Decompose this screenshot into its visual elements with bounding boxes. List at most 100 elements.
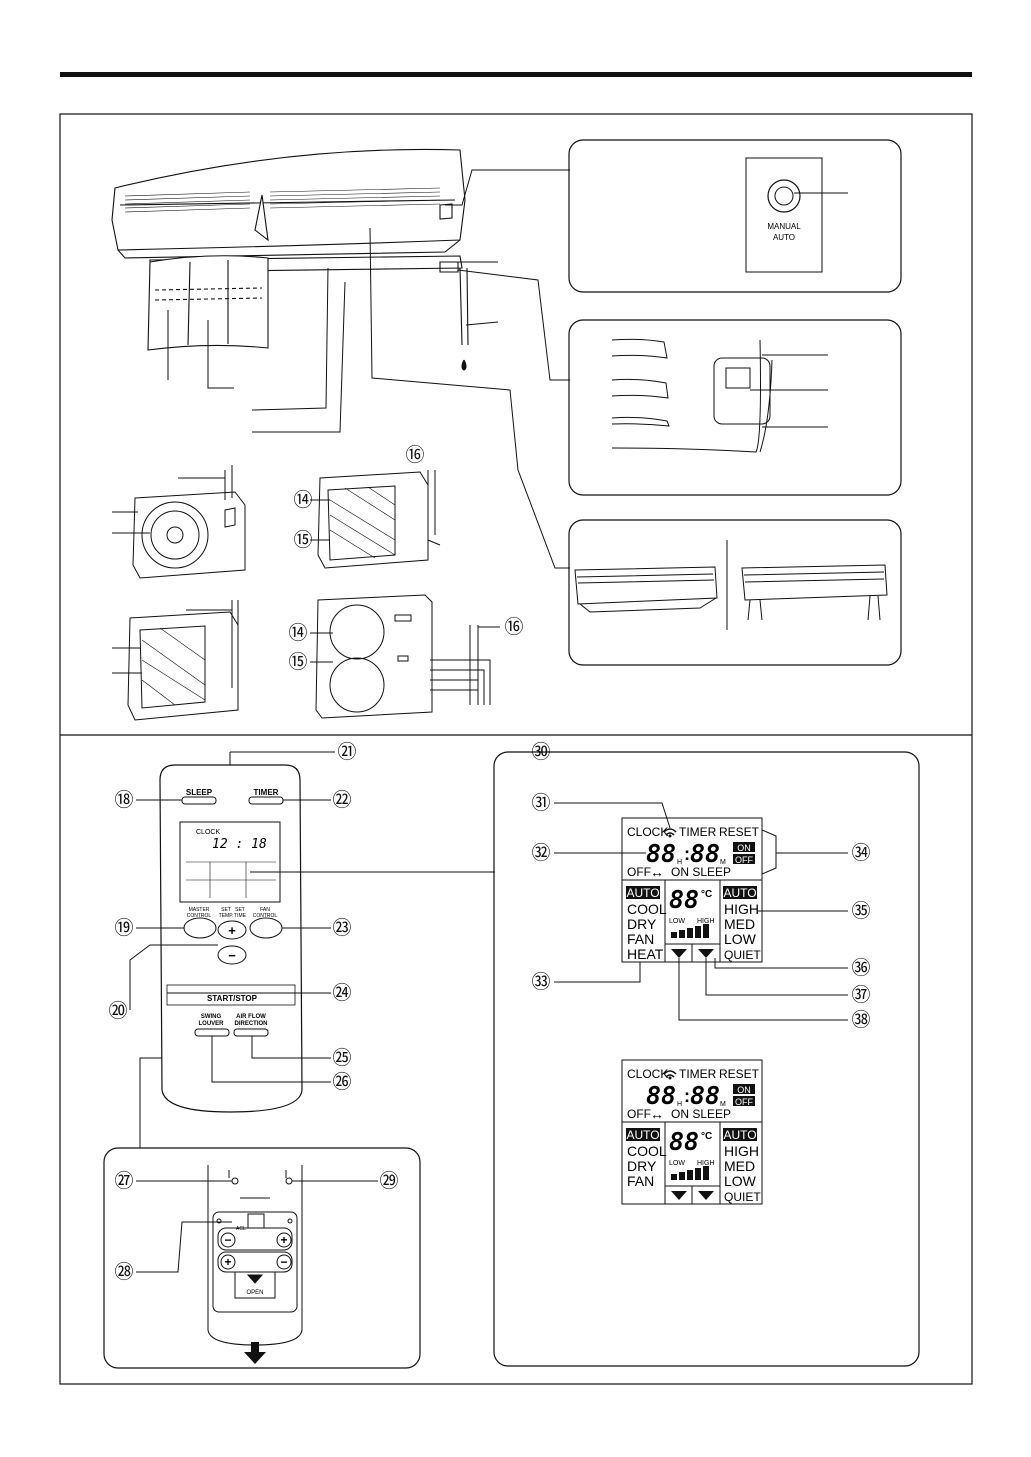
lcd1-bar-1 [671, 932, 677, 938]
lcd1-reset: RESET [719, 825, 760, 839]
lcd2-mode-fan: FAN [627, 1173, 654, 1189]
lcd2-colon: : [684, 1086, 690, 1106]
lcd2-reset: RESET [719, 1067, 760, 1081]
callout-23: ㉓ [332, 917, 351, 939]
lcd2-bar-3 [687, 1170, 693, 1180]
lcd2-clock: CLOCK [627, 1067, 668, 1081]
lcd1-minutes: 88 [690, 839, 720, 868]
sleep-button[interactable] [181, 796, 217, 805]
lcd2-off-box-text: OFF [735, 1097, 753, 1107]
header-rule [60, 72, 972, 77]
lcd-display-full: CLOCK TIMER RESET 88 H : 88 M ON OFF OFF… [621, 817, 763, 963]
lcd2-hours: 88 [646, 1081, 676, 1110]
master-control-button[interactable] [183, 917, 217, 939]
manual-auto-button-outer [767, 179, 801, 213]
swing-louver-label-2: LOUVER [198, 1021, 224, 1027]
lcd2-fan-auto: AUTO [723, 1128, 756, 1142]
callout-26: ㉖ [332, 1071, 351, 1093]
set-minus-button[interactable] [217, 945, 247, 965]
battery-plus-right: + [280, 1233, 287, 1247]
outdoor-unit-twin-fan-type [310, 594, 500, 719]
lcd2-bar-2 [679, 1172, 685, 1180]
lcd-display-no-heat: CLOCK TIMER RESET 88 H : 88 M ON OFF OFF… [621, 1059, 763, 1205]
battery-plus-left-icon [220, 1254, 236, 1270]
timer-button-label: TIMER [254, 788, 279, 797]
battery-minus-left: − [224, 1233, 231, 1247]
lcd-leader-lines [554, 802, 848, 1021]
front-panel-right-illustration [741, 564, 888, 621]
set-time-label-1: SET [235, 907, 245, 913]
set-plus-button[interactable] [217, 920, 247, 940]
remote-lcd-clock-label: CLOCK [196, 829, 220, 836]
slide-down-arrow-icon [244, 1342, 266, 1364]
lcd1-m: M [720, 859, 726, 866]
callout-16-top: ⑯ [405, 444, 424, 466]
lcd1-mode-auto-box [626, 886, 660, 899]
manual-label-line2: AUTO [773, 233, 795, 242]
lcd1-bar-2 [679, 930, 685, 938]
lcd1-bar-5 [703, 924, 709, 938]
callout-38: ㊳ [851, 1009, 870, 1031]
remote-lcd-clock-value: 12 : 18 [212, 837, 267, 852]
lcd2-fan-low: LOW [724, 1173, 757, 1189]
lcd2-signal-icon [663, 1070, 677, 1078]
lcd2-low: LOW [669, 1160, 685, 1167]
lcd1-timer: TIMER [679, 825, 717, 839]
callout-16-bottom: ⑯ [504, 616, 523, 638]
lcd1-temp: 88 [669, 885, 699, 914]
swing-louver-button[interactable] [194, 1028, 230, 1037]
lcd1-arrow-left-icon [671, 949, 687, 958]
indoor-leader-lines [167, 169, 570, 569]
manual-label-line1: MANUAL [767, 222, 801, 231]
battery-minus-right: − [280, 1255, 287, 1269]
callout-24: ㉔ [332, 982, 351, 1004]
lcd2-bar-5 [703, 1166, 709, 1180]
air-flow-direction-button[interactable] [233, 1028, 269, 1037]
lcd2-deg: °C [701, 1131, 712, 1142]
callout-27: ㉗ [114, 1170, 133, 1192]
callout-20: ⑳ [108, 1000, 127, 1022]
lcd2-on-sleep: ON SLEEP [671, 1107, 731, 1121]
lcd1-on: ON [737, 843, 751, 853]
lcd1-on-box [733, 842, 755, 852]
lcd1-fan-med: MED [724, 916, 755, 932]
lcd1-off-box-text: OFF [735, 855, 753, 865]
fan-control-button[interactable] [249, 917, 283, 939]
battery-leader-lines [136, 1180, 378, 1273]
sensor-detail-illustration [611, 338, 828, 453]
lcd2-mode-dry: DRY [627, 1158, 657, 1174]
lcd2-mode-cool: COOL [627, 1143, 667, 1159]
lcd1-signal-dot [668, 834, 672, 838]
callout-18: ⑱ [114, 789, 133, 811]
battery-minus-right-icon [276, 1254, 292, 1270]
lcd2-bar-1 [671, 1174, 677, 1180]
lcd1-arrow-right-icon [698, 949, 714, 958]
lcd1-fan-auto: AUTO [723, 886, 756, 900]
callout-22: ㉒ [332, 789, 351, 811]
timer-button[interactable] [248, 796, 284, 805]
start-stop-button[interactable] [166, 984, 296, 1006]
battery-plus-right-icon [276, 1232, 292, 1248]
lcd2-arrow: ↔ [650, 1106, 664, 1122]
lcd1-fan-auto-box [723, 886, 757, 899]
set-minus-glyph: − [228, 948, 236, 963]
swing-louver-label-1: SWING [201, 1014, 222, 1020]
fan-control-label-1: FAN [260, 907, 270, 913]
lcd2-temp: 88 [669, 1127, 699, 1156]
callout-34: ㉞ [851, 842, 870, 864]
lcd1-high: HIGH [697, 918, 715, 925]
lcd1-mode-heat: HEAT [627, 946, 664, 962]
callout-25: ㉕ [332, 1047, 351, 1069]
lcd1-on-sleep: ON SLEEP [671, 865, 731, 879]
callout-14-bottom: ⑭ [288, 622, 307, 644]
battery-open-label: OPEN [246, 1290, 263, 1296]
panel-lcd-detail [493, 751, 920, 1367]
outdoor-unit-fan-type [112, 465, 246, 579]
lcd2-off-box [733, 1096, 755, 1106]
lcd2-off: OFF [627, 1107, 651, 1121]
callout-15-bottom: ⑮ [288, 651, 307, 673]
lcd2-h: H [677, 1101, 682, 1108]
outdoor-unit-grille-type-a [310, 470, 441, 569]
master-control-label-1: MASTER [189, 907, 210, 913]
